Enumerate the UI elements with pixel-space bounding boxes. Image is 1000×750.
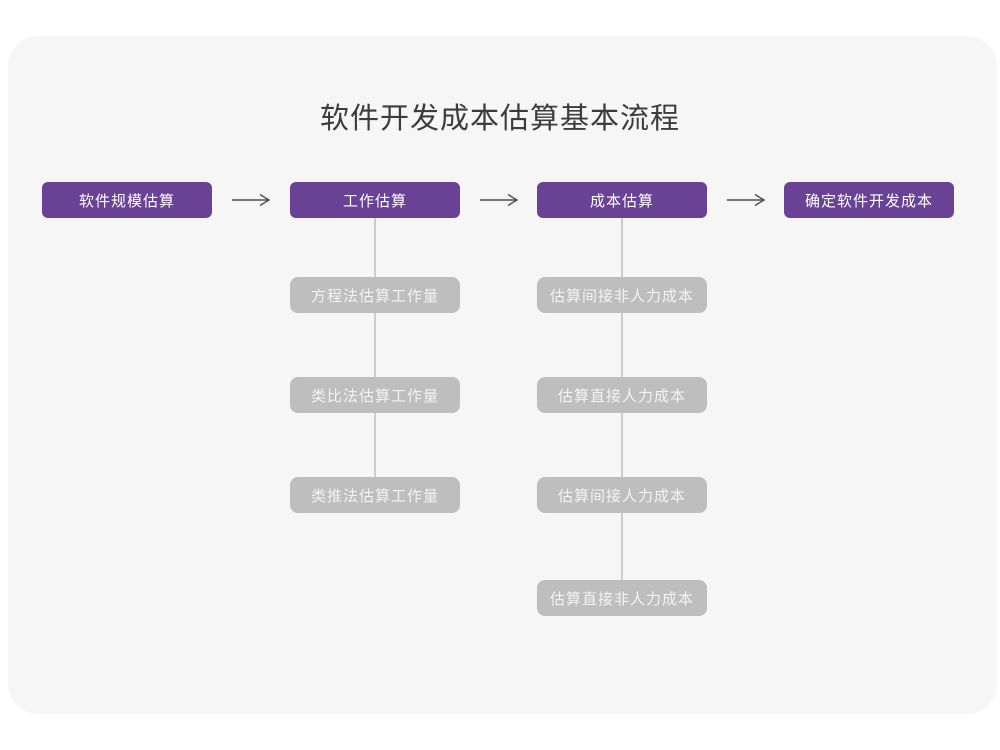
right-arrow-icon <box>727 193 766 207</box>
work-method-box-inference: 类推法估算工作量 <box>290 477 460 513</box>
cost-item-box-indirect-nonlabor: 估算间接非人力成本 <box>537 277 707 313</box>
diagram-title: 软件开发成本估算基本流程 <box>319 103 680 135</box>
right-arrow-icon <box>232 193 271 207</box>
step-box-determine-dev-cost: 确定软件开发成本 <box>784 182 954 218</box>
diagram-background-card <box>8 36 997 714</box>
right-arrow-icon <box>480 193 519 207</box>
connector-line-work-estimation <box>374 218 376 495</box>
cost-item-box-direct-labor: 估算直接人力成本 <box>537 377 707 413</box>
cost-item-box-indirect-labor: 估算间接人力成本 <box>537 477 707 513</box>
step-box-software-scale-estimation: 软件规模估算 <box>42 182 212 218</box>
cost-item-box-direct-nonlabor: 估算直接非人力成本 <box>537 580 707 616</box>
step-box-work-estimation: 工作估算 <box>290 182 460 218</box>
work-method-box-equation: 方程法估算工作量 <box>290 277 460 313</box>
step-box-cost-estimation: 成本估算 <box>537 182 707 218</box>
work-method-box-analogy: 类比法估算工作量 <box>290 377 460 413</box>
